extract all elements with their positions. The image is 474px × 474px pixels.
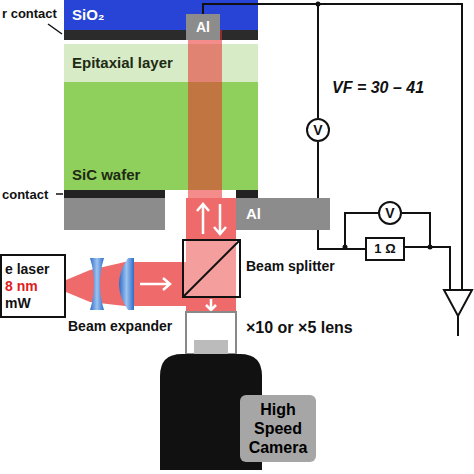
al-contact: Al bbox=[236, 198, 330, 230]
component-label: Beam expander bbox=[68, 318, 172, 335]
circuit-wire bbox=[203, 4, 318, 118]
node-text: Al bbox=[196, 19, 210, 36]
node-text: Epitaxial layer bbox=[72, 54, 173, 72]
beam-splitter-mirror bbox=[183, 240, 240, 297]
node-text: e laser bbox=[5, 261, 49, 278]
node-text: 8 nm bbox=[5, 278, 38, 295]
voltmeter: V bbox=[378, 201, 402, 225]
node-content: Al bbox=[186, 14, 220, 40]
node-text: High Speed Camera bbox=[244, 400, 312, 457]
back-contact-band bbox=[236, 190, 258, 198]
node-text: 1 Ω bbox=[374, 241, 395, 257]
node-content: V bbox=[378, 201, 402, 225]
contact-label: contact bbox=[2, 187, 48, 203]
voltage-label: VF = 30 – 41 bbox=[332, 78, 424, 97]
voltmeter: V bbox=[306, 118, 330, 142]
contact-label: r contact bbox=[2, 6, 57, 22]
circuit-wire bbox=[317, 142, 319, 198]
camera-label: High Speed Camera bbox=[240, 395, 316, 462]
circuit-wires bbox=[318, 4, 472, 336]
node-text: SiC wafer bbox=[72, 166, 140, 184]
sic-wafer: SiC wafer bbox=[64, 82, 258, 190]
voltmeter-circle bbox=[379, 202, 401, 224]
sic-wafer bbox=[64, 82, 258, 190]
node-text: SiO₂ bbox=[72, 6, 105, 24]
node-text: V bbox=[313, 122, 322, 139]
al-contact: Al bbox=[186, 14, 220, 40]
convex-lens bbox=[119, 258, 134, 310]
node-content: High Speed Camera bbox=[240, 395, 316, 462]
node-content: e laser8 nmmW bbox=[2, 256, 64, 316]
laser-source: e laser8 nmmW bbox=[0, 254, 66, 318]
leader-lines bbox=[48, 24, 63, 194]
node-content: Epitaxial layer bbox=[64, 44, 258, 82]
al-block bbox=[64, 198, 165, 230]
resistor: 1 Ω bbox=[365, 237, 405, 261]
node-text: V bbox=[385, 205, 394, 222]
node-content: 1 Ω bbox=[367, 239, 403, 259]
objective-lens bbox=[186, 312, 236, 354]
node-content: SiC wafer bbox=[64, 82, 258, 190]
laser-beam bbox=[188, 30, 222, 198]
component-label: ×10 or ×5 lens bbox=[246, 318, 353, 337]
component-label: Beam splitter bbox=[246, 258, 335, 275]
voltmeter-circle bbox=[307, 119, 329, 141]
contact-band bbox=[64, 30, 258, 40]
node-text: mW bbox=[5, 295, 31, 312]
sio2-layer: SiO₂Al bbox=[64, 0, 258, 30]
node-content: SiO₂ bbox=[64, 0, 258, 30]
circuit-wire bbox=[318, 230, 365, 249]
node-content: V bbox=[306, 118, 330, 142]
node-text: Al bbox=[246, 205, 261, 223]
epitaxial-layer: Epitaxial layer bbox=[64, 44, 258, 82]
beam-splitter-cube bbox=[183, 240, 240, 297]
wire-junctions bbox=[316, 2, 433, 250]
node-content: Al bbox=[236, 198, 330, 230]
objective-lens bbox=[194, 340, 228, 354]
epitaxial-layer bbox=[64, 44, 258, 82]
concave-lens bbox=[90, 258, 104, 310]
back-contact-band bbox=[64, 190, 165, 198]
